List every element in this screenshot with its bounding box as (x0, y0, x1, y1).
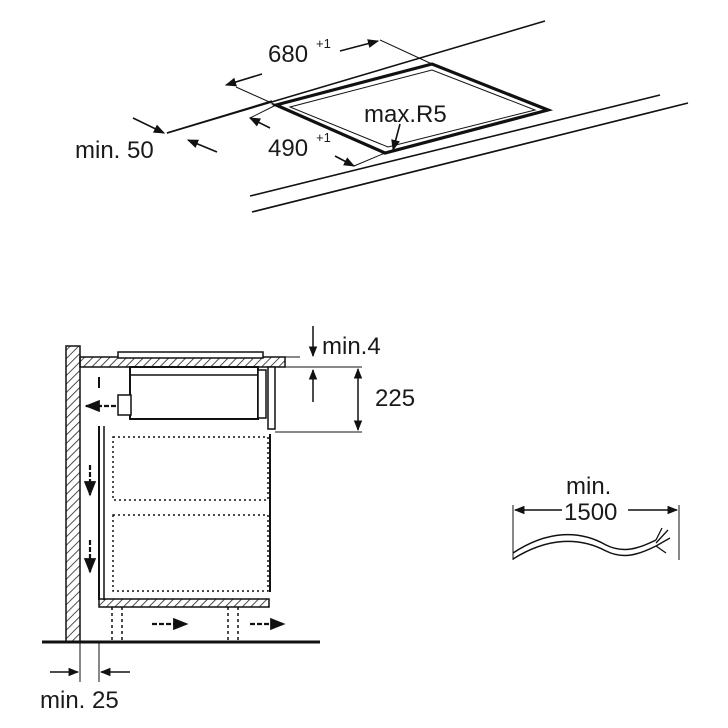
worktop-top-view (132, 20, 689, 213)
radius-label: max.R5 (364, 101, 447, 128)
cabinet-section (42, 326, 363, 682)
worktop-front-edge-lower (251, 102, 689, 213)
worktop-front-edge (249, 94, 661, 197)
cutout-inner (288, 69, 537, 148)
edge-distance-label: min. 50 (75, 137, 154, 164)
wall (65, 345, 81, 643)
width-dimension-line-left (224, 73, 263, 87)
edge-arrow-2 (186, 139, 218, 153)
air-outlet (117, 394, 132, 416)
height-label: 225 (375, 385, 415, 412)
worktop-thickness (166, 100, 273, 134)
depth-dimension-line-right (334, 155, 355, 167)
cable-label-length: 1500 (564, 499, 617, 526)
depth-label: 490 (268, 135, 308, 162)
drawer-upper (112, 436, 269, 501)
edge-arrow-1 (132, 117, 166, 134)
cable-diagram (512, 505, 680, 560)
hob-glass (117, 351, 264, 359)
cabinet-bottom (98, 598, 270, 608)
width-tolerance: +1 (316, 36, 331, 51)
wall-distance-label: min. 25 (40, 687, 119, 714)
depth-tolerance: +1 (316, 130, 331, 145)
depth-dimension-line-left (248, 117, 271, 129)
radius-leader (391, 123, 401, 152)
cable-label-min: min. (566, 473, 611, 500)
cutout-outline (271, 62, 554, 155)
width-label: 680 (268, 41, 308, 68)
gap-label: min.4 (322, 333, 381, 360)
width-dimension-line-right (339, 39, 380, 52)
drawer-lower (112, 514, 269, 592)
power-cable (512, 533, 657, 554)
